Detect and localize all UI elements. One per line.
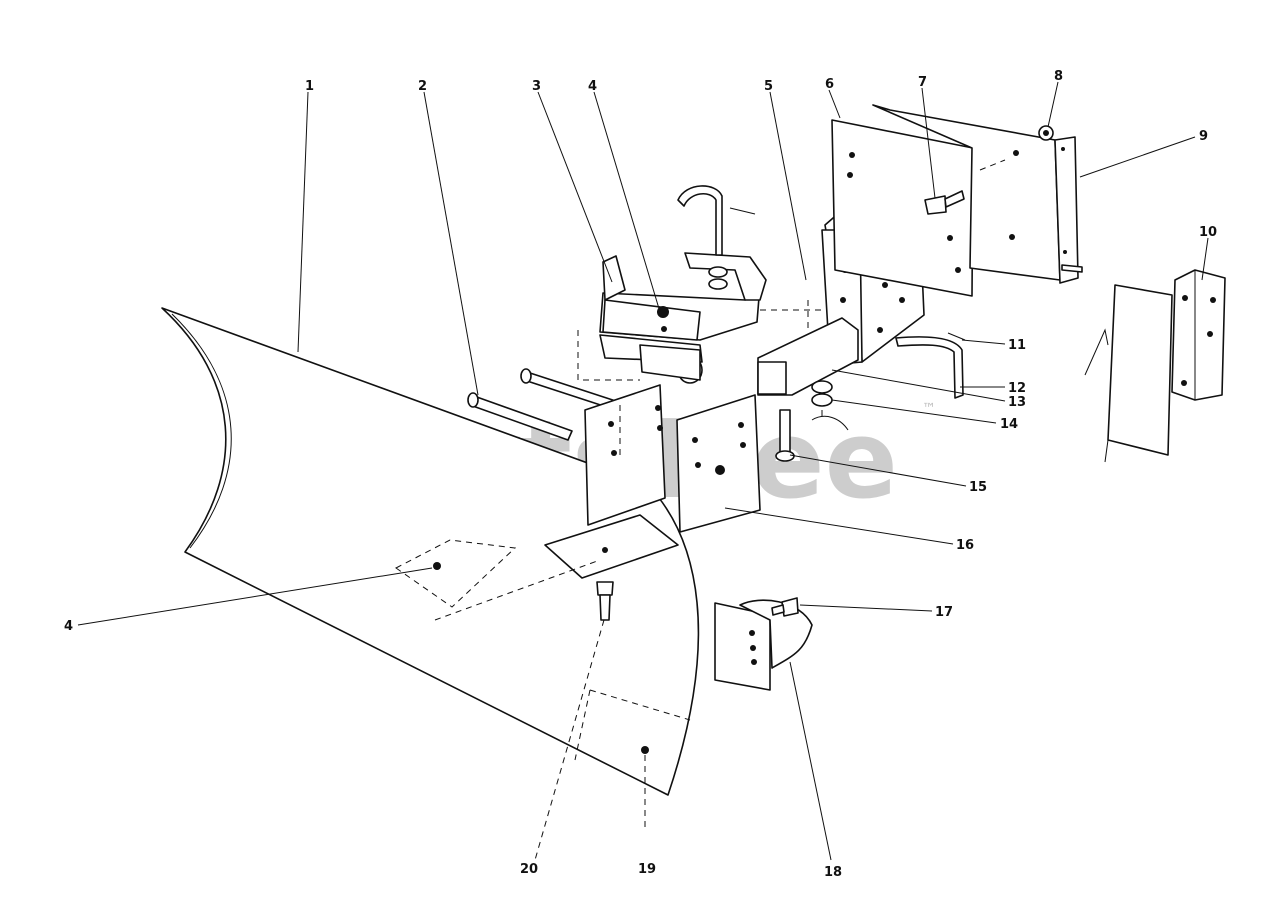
callout-2: 2	[418, 79, 427, 94]
callout-19: 19	[638, 862, 656, 877]
callout-14: 14	[1000, 417, 1018, 432]
callout-4-left: 4	[64, 619, 73, 634]
part-swivel-bracket[interactable]	[599, 252, 767, 384]
callout-numbers: 1 2 3 4 5 6 7 8 9 10 11 12 13 14 15 16 1…	[64, 69, 1217, 880]
callout-17: 17	[935, 605, 953, 620]
part-washers[interactable]	[811, 380, 849, 431]
part-side-plate[interactable]	[1084, 284, 1173, 463]
part-blade[interactable]	[161, 307, 700, 796]
part-nut-8[interactable]	[1038, 125, 1054, 141]
callout-16: 16	[956, 538, 974, 553]
part-angle-bracket[interactable]	[1171, 269, 1226, 401]
part-pivot-pin[interactable]	[467, 392, 573, 441]
callout-10: 10	[1199, 225, 1217, 240]
leader-lines	[77, 81, 1209, 861]
callout-4-top: 4	[588, 79, 597, 94]
part-bolt-15[interactable]	[775, 409, 795, 462]
part-l-pin-lower[interactable]	[895, 332, 966, 399]
part-frame-bracket[interactable]	[872, 104, 1083, 284]
part-bolt-7[interactable]	[924, 190, 965, 215]
part-bolt-17[interactable]	[771, 597, 799, 617]
part-skid-shoe[interactable]	[714, 599, 813, 691]
assembly-lines	[434, 159, 1006, 861]
part-l-pin-upper[interactable]	[677, 185, 756, 290]
callout-6: 6	[825, 77, 834, 92]
callout-12: 12	[1008, 381, 1026, 396]
callout-15: 15	[969, 480, 987, 495]
callout-11: 11	[1008, 338, 1026, 353]
callout-3: 3	[532, 79, 541, 94]
callout-7: 7	[918, 75, 927, 90]
callout-8: 8	[1054, 69, 1063, 84]
callout-9: 9	[1199, 129, 1208, 144]
callout-18: 18	[824, 865, 842, 880]
callout-1: 1	[305, 79, 314, 94]
callout-5: 5	[764, 79, 773, 94]
part-bolt-20[interactable]	[596, 581, 614, 621]
part-rear-plate[interactable]	[831, 119, 974, 297]
part-mounting-plate[interactable]	[544, 384, 761, 579]
callout-13: 13	[1008, 395, 1026, 410]
callout-20: 20	[520, 862, 538, 877]
